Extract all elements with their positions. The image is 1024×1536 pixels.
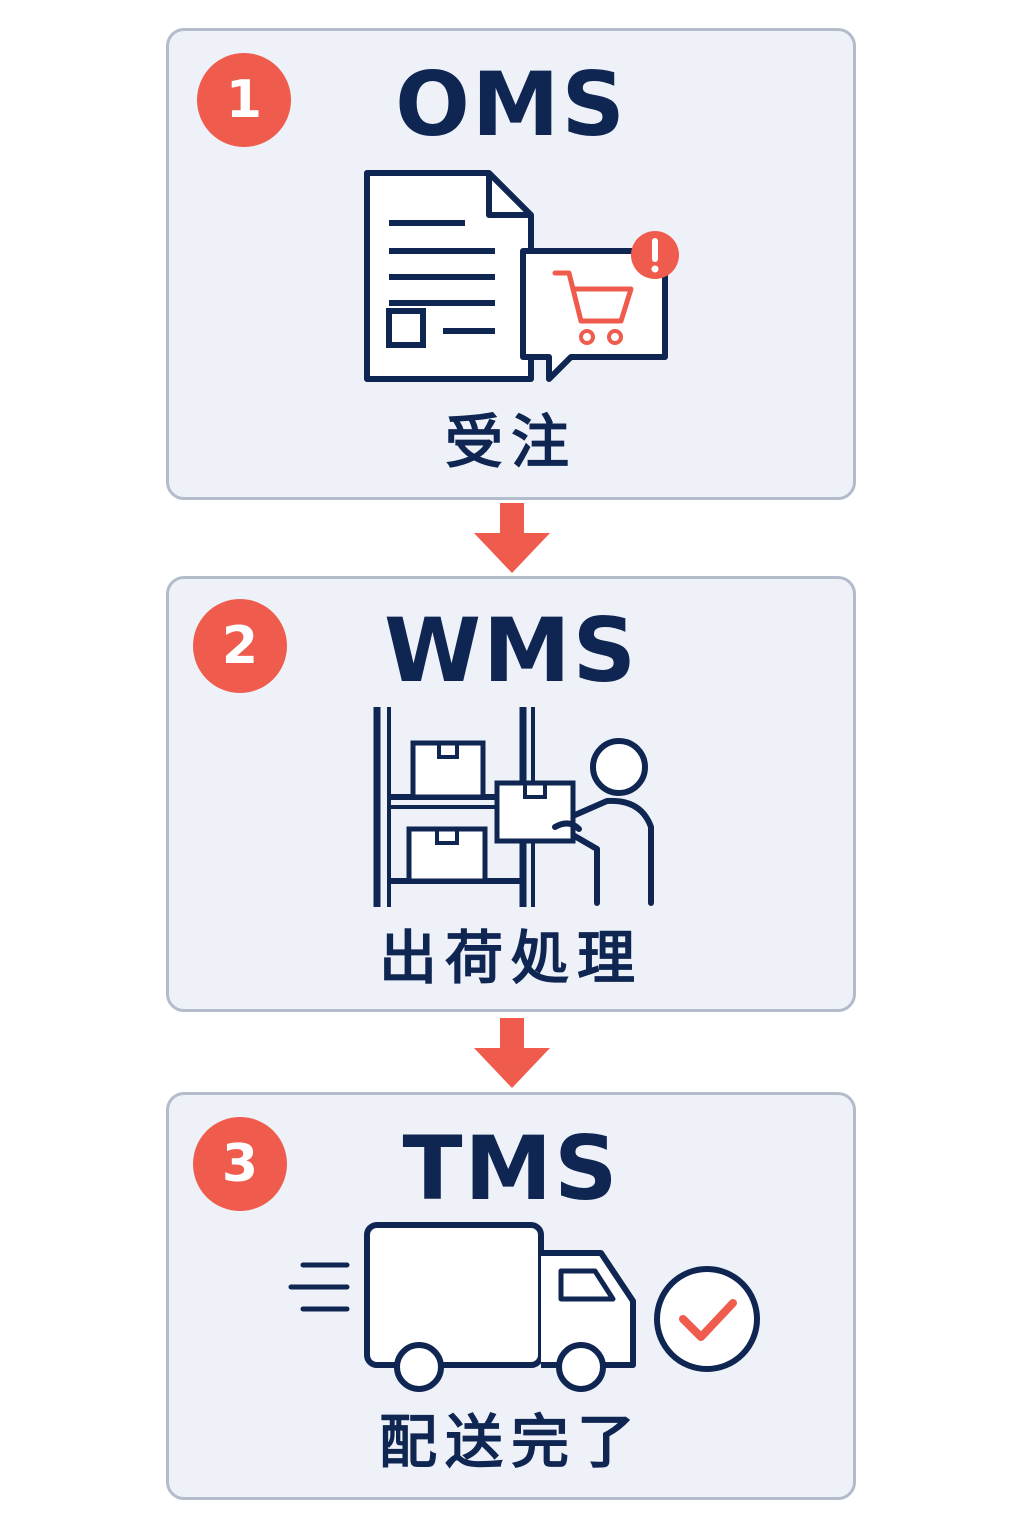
step-title: OMS — [395, 53, 627, 156]
step-label: 出荷処理 — [378, 924, 643, 992]
arrow-down-icon — [474, 1018, 550, 1088]
step-card-oms: 1 OMS 受注 — [166, 28, 856, 500]
warehouse-worker-icon — [373, 707, 654, 907]
order-document-cart-icon — [364, 170, 679, 382]
step-card-wms: 2 WMS 出荷処理 — [166, 576, 856, 1012]
arrow-down-icon — [474, 503, 550, 573]
step-label: 受注 — [444, 408, 577, 476]
step-number-badge: 3 — [193, 1117, 287, 1211]
step-title: WMS — [383, 599, 638, 702]
step-title: TMS — [402, 1117, 620, 1220]
delivery-truck-check-icon — [288, 1222, 760, 1392]
step-card-tms: 3 TMS 配送完了 — [166, 1092, 856, 1500]
step-number-badge: 2 — [193, 599, 287, 693]
step-number-badge: 1 — [197, 53, 291, 147]
step-label: 配送完了 — [378, 1408, 643, 1476]
